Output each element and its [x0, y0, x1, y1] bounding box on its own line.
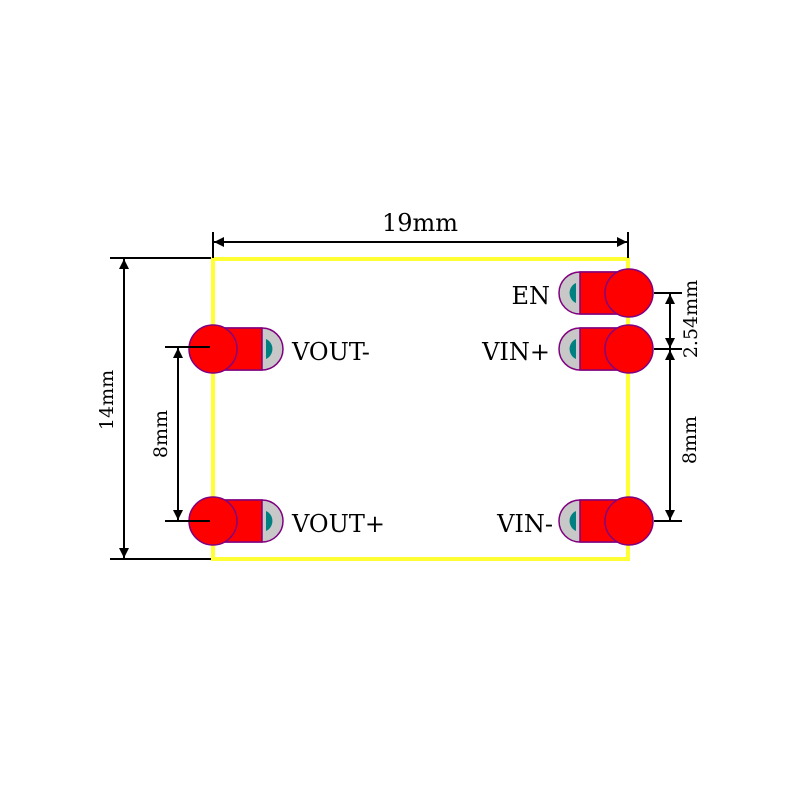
dimension-right-pin-spacing-large [654, 350, 682, 522]
label-vin-plus: VIN+ [481, 338, 550, 366]
dimension-left-pin-spacing-label: 8mm [150, 410, 172, 458]
label-vin-minus: VIN- [496, 510, 553, 538]
pad-vin-plus [558, 324, 654, 374]
label-vout-minus: VOUT- [291, 338, 370, 366]
label-vout-plus: VOUT+ [291, 510, 385, 538]
dimension-width [212, 232, 629, 258]
dimension-left-pin-spacing [165, 346, 210, 522]
label-en: EN [511, 282, 550, 310]
dimension-width-label: 19mm [382, 209, 458, 237]
board-outline [211, 257, 630, 561]
dimension-right-pin-spacing-small-label: 2.54mm [680, 280, 702, 358]
dimension-height [110, 257, 211, 560]
pad-vin-minus [558, 496, 654, 546]
pad-vout-minus [188, 324, 284, 374]
dimension-right-pin-spacing-large-label: 8mm [679, 416, 701, 464]
pad-vout-plus [188, 496, 284, 546]
dimension-height-label: 14mm [96, 370, 118, 430]
dimension-right-pin-spacing-small [654, 292, 682, 350]
pad-en [558, 268, 654, 318]
